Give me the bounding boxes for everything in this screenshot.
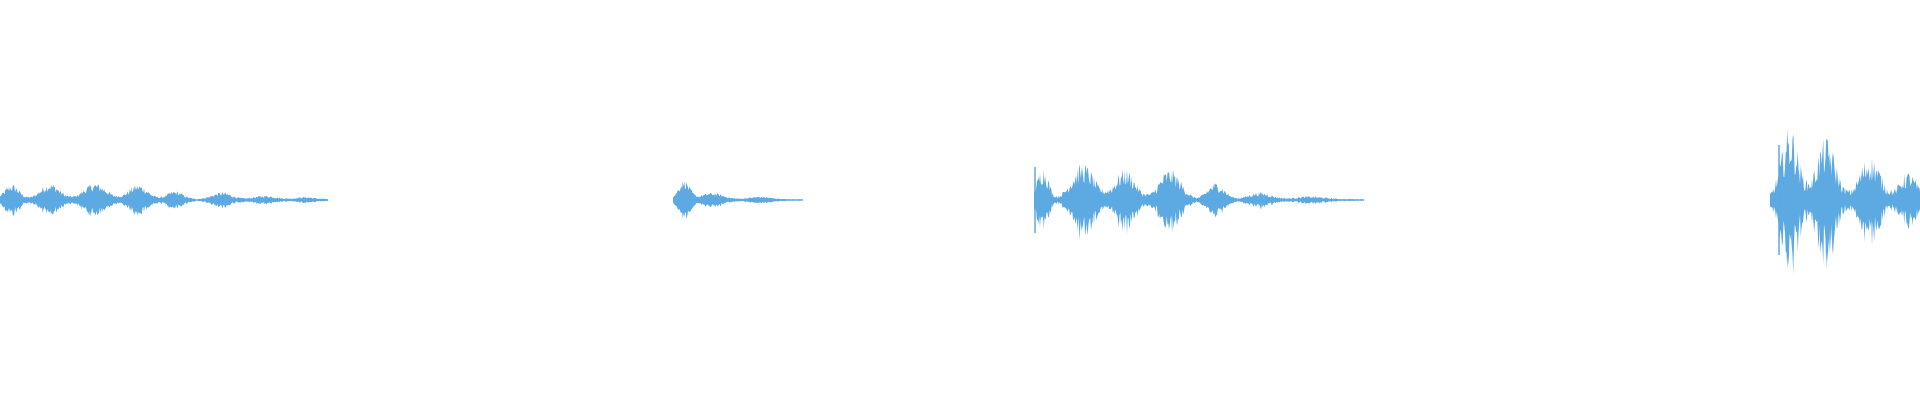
waveform-envelope <box>1770 129 1920 275</box>
waveform-segment-3 <box>1034 164 1364 241</box>
waveform-envelope <box>1034 164 1364 241</box>
waveform-segment-4 <box>1770 129 1920 275</box>
waveform-segment-2 <box>673 180 803 219</box>
waveform-segment-1 <box>0 183 328 217</box>
